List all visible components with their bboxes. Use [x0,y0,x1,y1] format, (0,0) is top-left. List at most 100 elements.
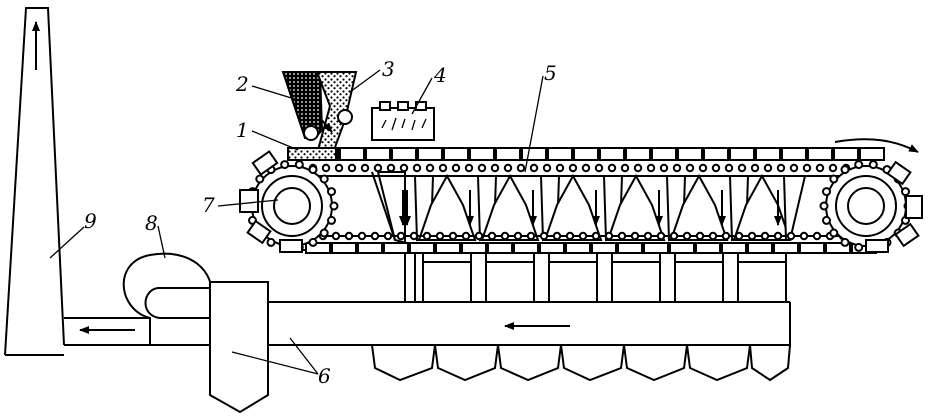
roller [513,231,523,241]
sprocket-tooth [819,201,829,211]
roller [750,163,760,173]
pallet [391,147,417,161]
pallet [521,147,547,161]
rotation-direction-arrow-icon [834,138,919,153]
chamber-box [674,249,724,303]
pallet [469,147,495,161]
pallet [677,147,703,161]
roller [539,231,549,241]
pallet [773,242,799,254]
feed-arrow-icon [319,117,333,133]
sprocket-tooth [308,237,318,247]
roller [659,163,669,173]
roller [438,163,448,173]
label-5: 5 [544,61,557,85]
roller [734,231,744,241]
pallet [461,242,487,254]
label-4: 4 [433,63,447,87]
chamber-funnel [543,173,603,241]
chimney [4,7,65,356]
roller [412,163,422,173]
roller [711,163,721,173]
roller [617,231,627,241]
pallet [495,147,521,161]
pallet [573,147,599,161]
roller [630,231,640,241]
pallet [443,147,469,161]
sprocket-tooth [329,201,339,211]
pallet [825,242,851,254]
roller [529,163,539,173]
roller [409,231,419,241]
chamber-box [422,249,472,303]
pallet [435,242,461,254]
sprocket-tooth [829,174,839,184]
roller [386,163,396,173]
roller [344,231,354,241]
pallet [339,147,365,161]
roller [721,231,731,241]
roller [487,231,497,241]
pallet [539,242,565,254]
roller [334,163,344,173]
roller [373,163,383,173]
pallet [417,147,443,161]
pallet [721,242,747,254]
roller [503,163,513,173]
roller [477,163,487,173]
pallet [695,242,721,254]
roller [526,231,536,241]
pallet [357,242,383,254]
feed-hoppers [281,71,358,161]
ignition-furnace [371,101,435,141]
pallet [547,147,573,161]
roller [828,163,838,173]
leader-lines [49,69,544,375]
roller [695,231,705,241]
roller [607,163,617,173]
exhauster-fan [122,252,214,346]
conveyor-belt [287,147,885,254]
roller [383,231,393,241]
roller [581,163,591,173]
roller [685,163,695,173]
pallet [747,242,773,254]
pallet [565,242,591,254]
sprocket-tooth [822,187,831,197]
chamber-wall [782,175,807,241]
roller [321,163,331,173]
roller [643,231,653,241]
sprocket-tooth [319,228,329,238]
roller [542,163,552,173]
roller [724,163,734,173]
roller [448,231,458,241]
pallet [833,147,859,161]
pallet [807,147,833,161]
pallet [305,242,331,254]
pallet [625,147,651,161]
roller [656,231,666,241]
sprocket-tooth [308,165,318,175]
roller [347,163,357,173]
collector-hoppers [370,344,792,382]
vacuum-chambers [371,171,807,303]
chamber-funnel [480,173,540,241]
roller [802,163,812,173]
roller [396,231,406,241]
sprocket-tooth [822,215,831,225]
label-8: 8 [145,211,158,235]
pallet [383,242,409,254]
pallet [669,242,695,254]
roller [799,231,809,241]
sprocket-tooth [901,187,910,197]
pallet [859,147,885,161]
chamber-box [485,249,535,303]
roller [672,163,682,173]
sprocket-tooth [840,237,850,247]
label-7: 7 [202,193,215,217]
pallet [617,242,643,254]
roller [555,163,565,173]
roller [591,231,601,241]
roller [815,163,825,173]
label-2: 2 [235,72,249,96]
